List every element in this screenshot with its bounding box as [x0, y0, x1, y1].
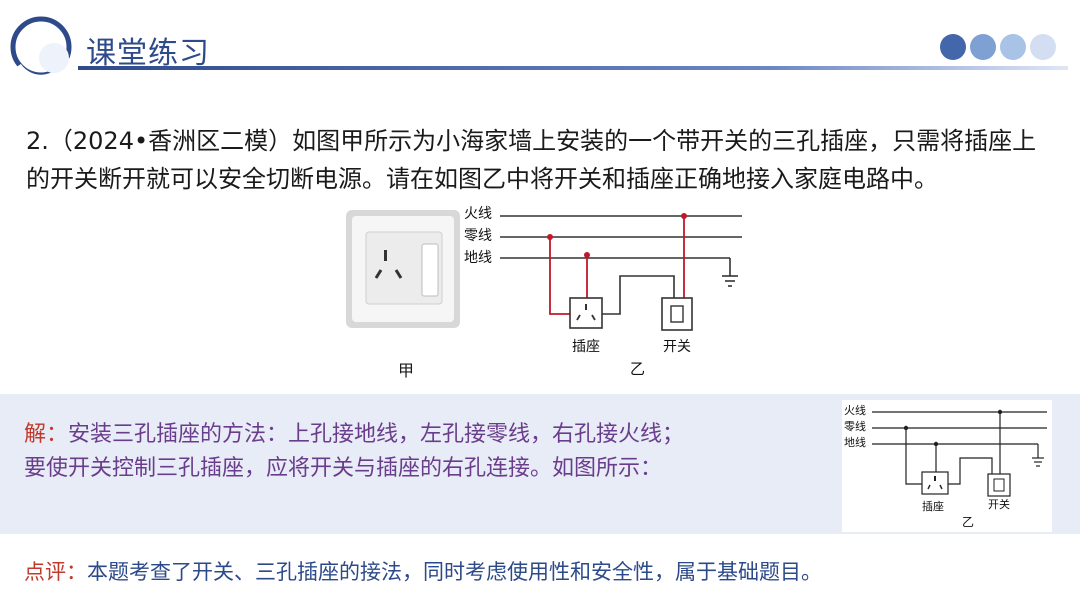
sol-label-neutral: 零线	[844, 419, 866, 433]
figure-yi-label: 乙	[630, 360, 645, 378]
circuit-diagram-yi: 火线 零线 地线 插座 开关 乙	[464, 206, 742, 378]
label-neutral-line: 零线	[464, 228, 492, 244]
solution-text: 解：安装三孔插座的方法：上孔接地线，左孔接零线，右孔接火线； 要使开关控制三孔插…	[24, 418, 824, 486]
comment-text: 点评：本题考查了开关、三孔插座的接法，同时考虑使用性和安全性，属于基础题目。	[24, 556, 822, 586]
socket-label: 插座	[572, 339, 600, 355]
solution-line-2: 要使开关控制三孔插座，应将开关与插座的右孔连接。如图所示：	[24, 456, 663, 481]
comment-body: 本题考查了开关、三孔插座的接法，同时考虑使用性和安全性，属于基础题目。	[87, 560, 822, 584]
sol-switch-label: 开关	[988, 497, 1010, 511]
label-ground-line: 地线	[464, 250, 492, 266]
socket-symbol	[569, 297, 603, 329]
comment-heading: 点评：	[24, 560, 87, 584]
header-decoration-dots	[940, 34, 1056, 60]
decoration-dot	[940, 34, 966, 60]
figure-jia-label: 甲	[398, 361, 415, 380]
switch-label: 开关	[663, 339, 691, 355]
solution-line-1-text: 安装三孔插座的方法：上孔接地线，左孔接零线，右孔接火线；	[68, 422, 685, 447]
page-title: 课堂练习	[86, 36, 210, 71]
sol-label-ground: 地线	[844, 435, 866, 449]
decoration-dot	[1000, 34, 1026, 60]
sol-socket-label: 插座	[922, 499, 944, 513]
sol-label-fire: 火线	[844, 403, 866, 417]
neutral-wire	[549, 237, 572, 315]
solution-line-1: 解：安装三孔插座的方法：上孔接地线，左孔接零线，右孔接火线；	[24, 418, 824, 452]
label-fire-line: 火线	[464, 206, 492, 222]
solution-heading: 解：	[24, 422, 69, 447]
question-text: 2.（2024•香洲区二模）如图甲所示为小海家墙上安装的一个带开关的三孔插座，只…	[26, 127, 1037, 193]
solution-circuit-diagram: 火线 零线 地线 插座 开关 乙	[842, 400, 1052, 532]
logo-ring-icon	[10, 16, 72, 80]
decoration-dot	[1030, 34, 1056, 60]
sol-figure-label: 乙	[962, 515, 974, 529]
header-divider	[78, 66, 1068, 70]
socket-switch-wire	[602, 275, 675, 315]
socket-photo	[346, 210, 460, 328]
decoration-dot	[970, 34, 996, 60]
